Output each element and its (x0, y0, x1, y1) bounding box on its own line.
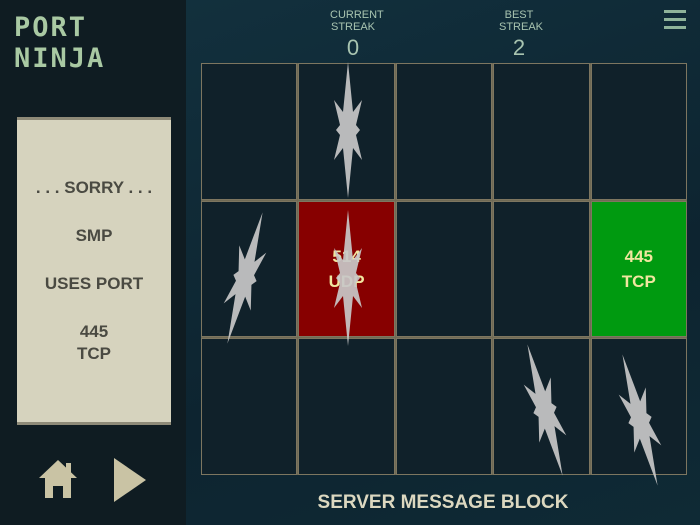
scroll-uses-port: USES PORT (44, 274, 144, 293)
scroll-sorry: . . . SORRY . . . (35, 178, 153, 197)
grid-cell[interactable] (395, 200, 493, 338)
cell-port: 445 (624, 246, 653, 266)
cell-port: 514 (332, 246, 361, 266)
grid-cell[interactable] (590, 63, 687, 200)
cell-protocol: TCP (621, 271, 656, 291)
scroll-answer-port: 445 (79, 322, 109, 341)
grid-cell[interactable] (493, 338, 590, 475)
home-icon[interactable] (38, 458, 78, 500)
grid-cell[interactable] (493, 63, 590, 200)
play-icon[interactable] (112, 456, 148, 504)
grid-cell[interactable] (395, 338, 493, 475)
service-name: SERVER MESSAGE BLOCK (317, 492, 569, 513)
cell-protocol: UDP (328, 271, 365, 291)
grid-cell[interactable] (298, 63, 395, 200)
current-streak-label: CURRENT STREAK (330, 9, 384, 33)
grid-cell[interactable] (395, 63, 493, 200)
grid-cell[interactable] (201, 338, 298, 475)
scroll-answer-proto: TCP (77, 344, 111, 363)
grid-cell[interactable] (298, 338, 395, 475)
hamburger-menu-icon[interactable] (664, 10, 686, 34)
grid-cell[interactable] (493, 200, 590, 338)
best-streak-label: BEST STREAK (499, 9, 544, 33)
sidebar: PORT NINJA . . . SORRY . . . SMP USES PO… (0, 0, 186, 525)
grid-cell[interactable] (201, 63, 298, 200)
current-streak-value: 0 (346, 35, 360, 60)
scroll-service: SMP (75, 226, 113, 245)
grid-cell[interactable] (201, 200, 298, 338)
grid-cell[interactable] (590, 338, 687, 475)
app-logo: PORT NINJA (14, 12, 106, 74)
best-streak-value: 2 (512, 35, 526, 60)
